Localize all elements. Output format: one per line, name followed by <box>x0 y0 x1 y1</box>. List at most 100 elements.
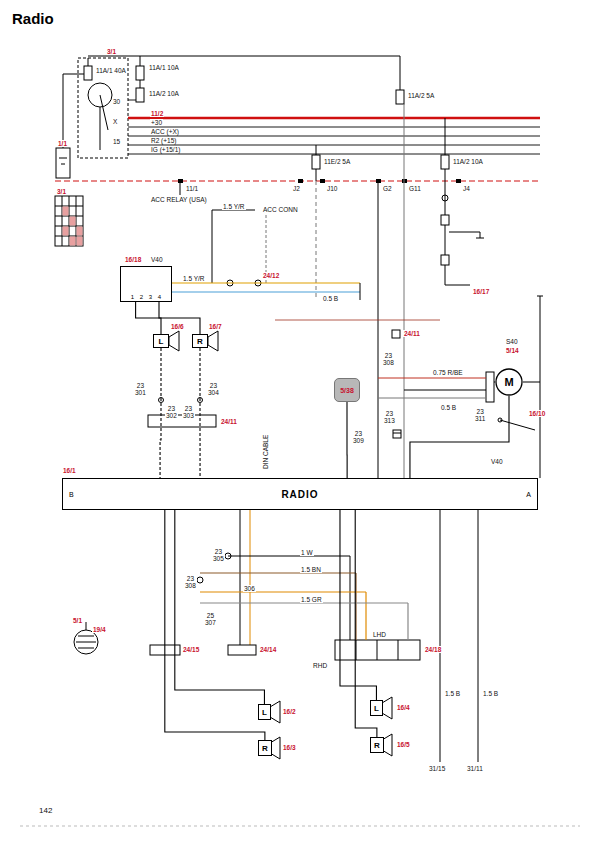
component-symbol: 5/38 <box>334 378 360 402</box>
wire-label: V40 <box>490 458 504 465</box>
wire-label: J4 <box>462 185 471 192</box>
wire-connector <box>340 510 376 700</box>
wire-label: 23 305 <box>212 548 225 562</box>
node-text: L <box>159 337 164 346</box>
wire-label: X <box>112 118 118 125</box>
component-ref: 16/18 <box>124 256 142 263</box>
wire-label: LHD <box>372 631 387 638</box>
node-text: L <box>262 708 267 717</box>
wire-label: 30 <box>112 98 121 105</box>
control-unit-box: 1 2 3 4 <box>120 266 172 302</box>
component-ref: 1/1 <box>57 140 68 147</box>
wire-label: ACC CONN <box>262 206 299 213</box>
radio-unit-box: B RADIO A <box>62 478 538 510</box>
wire-label: G11 <box>408 185 422 192</box>
wire-label: 0.5 B <box>440 404 457 411</box>
wire-label: 1.5 B <box>444 690 461 697</box>
component-ref: 19/4 <box>92 626 107 633</box>
component-ref: 16/1 <box>62 467 77 474</box>
component-ref: 24/12 <box>262 272 280 279</box>
node-text: M <box>504 376 513 388</box>
wire-label: 31/11 <box>466 765 484 772</box>
wire-label: 23 311 <box>474 408 486 422</box>
component-ref: 24/18 <box>424 646 442 653</box>
wire-label: 25 307 <box>204 612 217 626</box>
wire-connector <box>160 348 162 478</box>
component-ref: 16/7 <box>208 323 223 330</box>
component-ref: 16/10 <box>528 410 546 417</box>
component-ref: 3/1 <box>56 188 67 195</box>
component-ref: 16/5 <box>396 741 411 748</box>
wire-label: 23 303 <box>182 405 195 419</box>
wire-label: 1.5 Y/R <box>182 275 206 282</box>
node-text: R <box>262 744 268 753</box>
wire-label: +30 <box>150 119 163 126</box>
component-ref: 16/17 <box>472 288 490 295</box>
wire-label: G2 <box>382 185 393 192</box>
wire-label: 1 W <box>300 549 314 556</box>
wire-label: 1.5 BN <box>300 566 322 573</box>
wire-label: 23 304 <box>207 382 220 396</box>
wire-label: 1.5 B <box>482 690 499 697</box>
component-ref: 16/3 <box>282 744 297 751</box>
wire-connector <box>175 510 265 704</box>
wire-label: J10 <box>326 185 338 192</box>
node-text: L <box>374 704 379 713</box>
wire-connector <box>346 402 347 478</box>
speaker-box: R <box>192 334 208 348</box>
component-ref: 24/11 <box>220 418 238 425</box>
node-text: R <box>197 337 203 346</box>
wire-connector <box>199 348 200 478</box>
wire-label: 0.75 R/BE <box>432 369 464 376</box>
wire-label: 23 308 <box>382 352 395 366</box>
wire-label: 11A/2 10A <box>452 158 484 165</box>
wire-connector <box>165 510 265 740</box>
node-text: B <box>69 491 74 498</box>
component-ref: 5/14 <box>505 347 520 354</box>
wire-label: R2 (+15) <box>150 137 177 144</box>
component-ref: 24/14 <box>259 646 277 653</box>
component-ref: 11/2 <box>150 110 164 117</box>
wire-label: IG (+15/1) <box>150 146 181 153</box>
wire-label: 306 <box>243 585 256 592</box>
wire-label: 11E/2 5A <box>323 158 351 165</box>
wire-label: DIN CABLE <box>262 434 269 470</box>
wire-label: J2 <box>292 185 301 192</box>
component-ref: 24/11 <box>403 330 421 337</box>
wire-label: V40 <box>150 256 164 263</box>
wire-label: ACC (+X) <box>150 128 180 135</box>
wire-label: 23 309 <box>352 430 365 444</box>
speaker-box: L <box>370 700 383 716</box>
node-text: 5/38 <box>340 387 354 394</box>
speaker-box: L <box>258 704 271 720</box>
wire-label: 142 <box>38 806 53 815</box>
wire-label: S40 <box>505 338 519 345</box>
node-text: 1 2 3 4 <box>131 294 161 300</box>
speaker-box: L <box>153 334 169 348</box>
wire-label: RHD <box>312 662 328 669</box>
component-ref: 24/15 <box>182 646 200 653</box>
wire-label: 1.5 GR <box>300 596 323 603</box>
wire-label: 11A/2 10A <box>148 90 180 97</box>
motor-circle: M <box>495 368 523 396</box>
wire-connector <box>410 396 509 478</box>
node-text: R <box>374 741 380 750</box>
component-ref: 16/2 <box>282 708 297 715</box>
node-text: A <box>526 491 531 498</box>
component-ref: 5/1 <box>72 617 83 624</box>
wire-connector <box>136 302 161 334</box>
wire-label: 11A/1 40A <box>95 67 127 74</box>
wire-label: 23 301 <box>134 382 147 396</box>
wire-label: 23 302 <box>165 405 178 419</box>
wire-label: 31/15 <box>428 765 446 772</box>
wire-label: 11/1 <box>185 185 199 192</box>
component-ref: 16/4 <box>396 704 411 711</box>
wire-label: ACC RELAY (USA) <box>150 196 208 203</box>
wire-label: 1.5 Y/R <box>222 203 246 210</box>
node-text: RADIO <box>281 489 318 500</box>
wire-label: 15 <box>112 138 121 145</box>
wire-label: 23 308 <box>184 575 197 589</box>
